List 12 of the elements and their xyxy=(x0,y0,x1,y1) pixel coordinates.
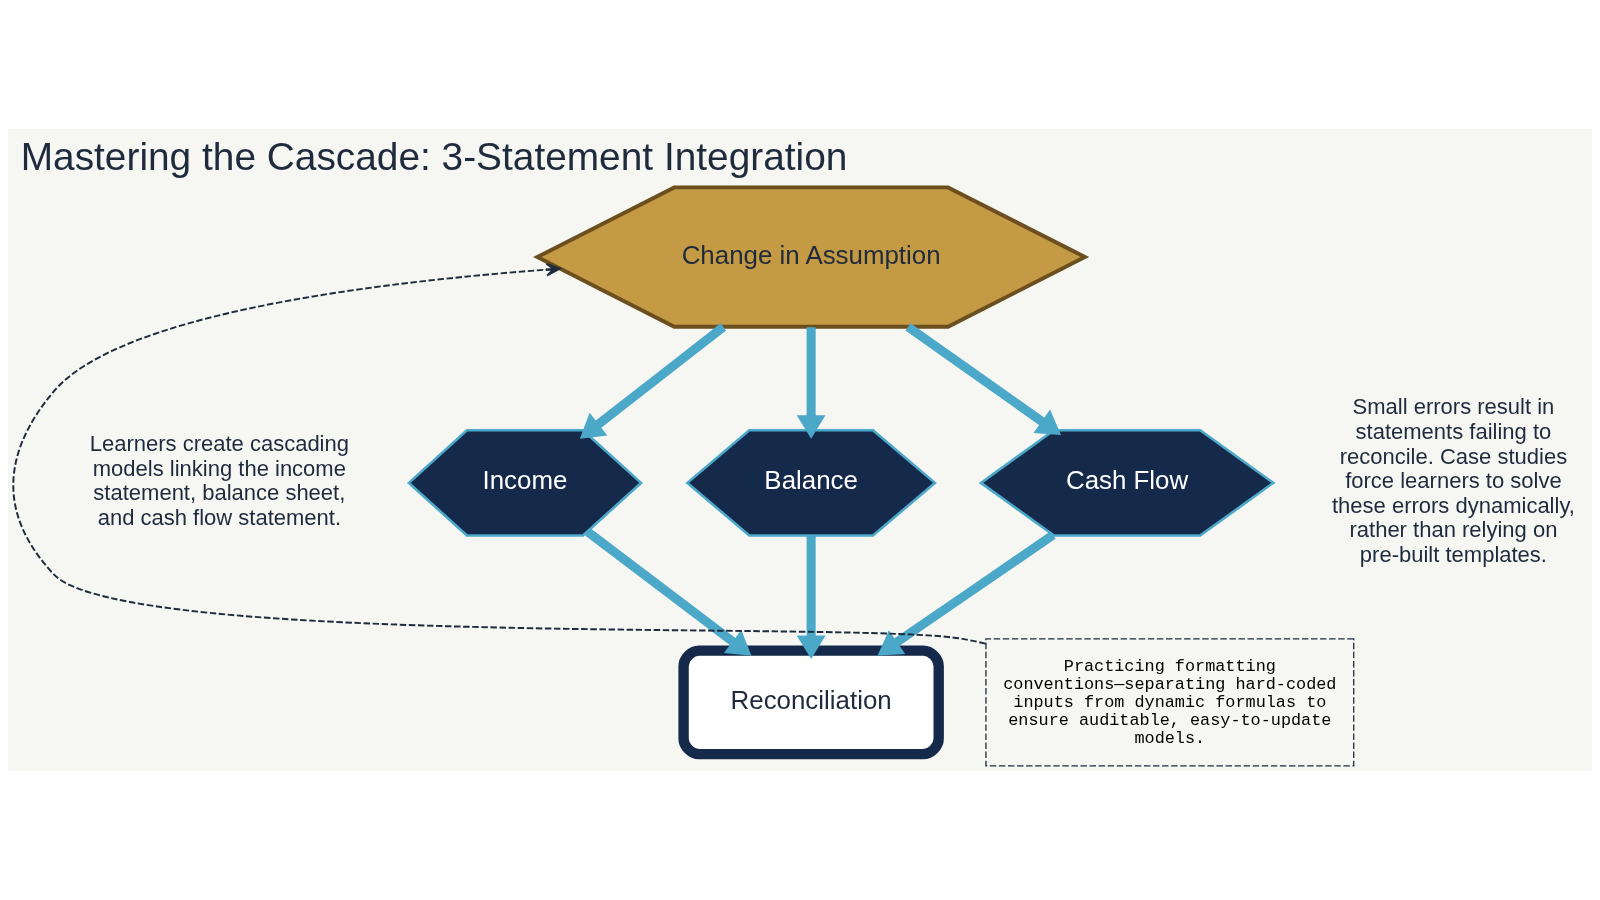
diagram-title: Mastering the Cascade: 3-Statement Integration xyxy=(20,135,848,179)
node-box: Practicing formatting conventions—separating hard-coded inputs from dynamic formulas to ensure auditable, easy-to-update models. xyxy=(985,638,1355,767)
label: Learners create cascading models linking the income statement, balance sheet, and cash flow statement. xyxy=(89,431,349,531)
arrow xyxy=(796,327,826,439)
arrow xyxy=(877,531,1056,656)
label: Small errors result in statements failing to reconcile. Case studies force learners to solve these errors dynamically, rather than relying on pre-built templates. xyxy=(1331,394,1575,567)
arrow xyxy=(579,323,727,439)
arrow xyxy=(905,323,1062,435)
arrow xyxy=(585,528,752,656)
arrow xyxy=(12,262,987,645)
node-box: Reconciliation xyxy=(678,645,944,760)
arrow xyxy=(796,535,826,660)
